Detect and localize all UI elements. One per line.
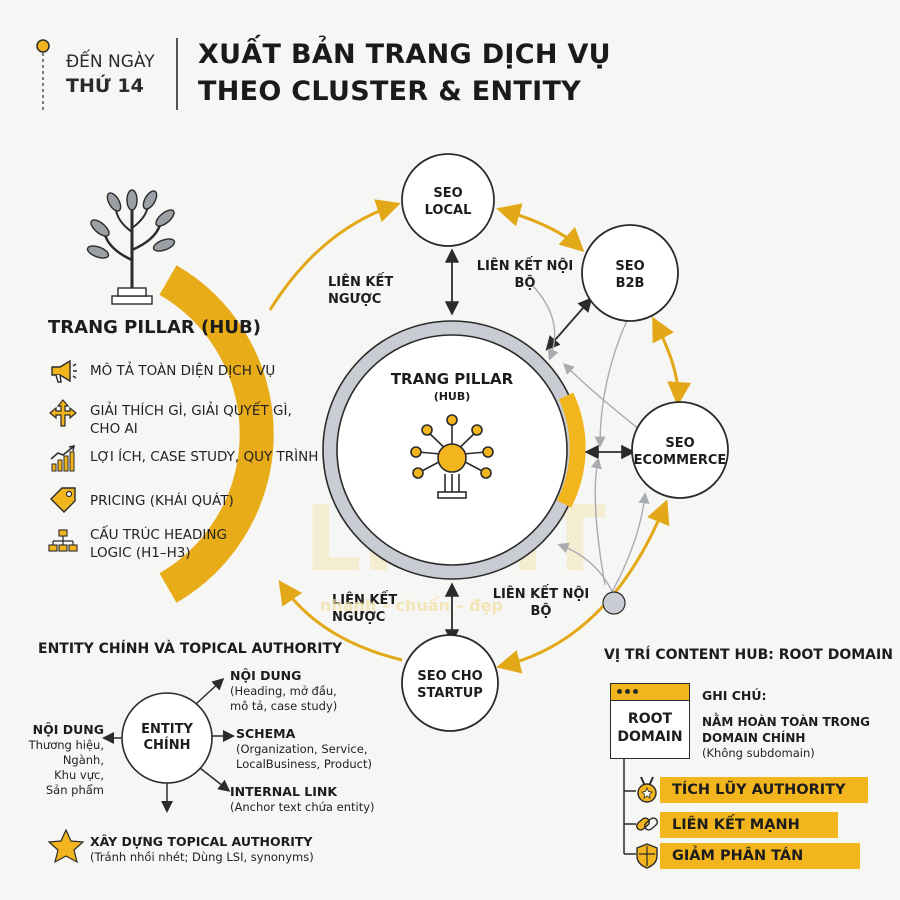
browser-bar — [611, 684, 689, 701]
pillar-ring-accent — [556, 392, 586, 508]
entity-internal-link: INTERNAL LINK (Anchor text chứa entity) — [230, 784, 375, 814]
root-heading: VỊ TRÍ CONTENT HUB: ROOT DOMAIN — [604, 647, 893, 663]
timeline-marker — [36, 39, 50, 112]
link-icon — [636, 817, 658, 831]
svg-text:SEO: SEO — [433, 186, 462, 201]
svg-text:SEO CHO: SEO CHO — [417, 669, 482, 684]
label-backlink-bottom: LIÊN KẾT NGƯỢC — [332, 593, 398, 625]
crossroads-arrows-icon — [49, 399, 77, 427]
arc-local-b2b — [496, 203, 585, 253]
star-icon — [47, 828, 85, 864]
benefit-links: LIÊN KẾT MẠNH — [660, 812, 838, 838]
pillar-panel-title: TRANG PILLAR (HUB) — [48, 317, 261, 338]
link-junction — [602, 591, 626, 615]
feature-text-1: MÔ TẢ TOÀN DIỆN DỊCH VỤ — [90, 363, 276, 379]
center-subtitle: (HUB) — [434, 390, 471, 403]
hub-icon — [410, 414, 494, 499]
entity-diagram — [47, 677, 235, 864]
megaphone-icon — [51, 359, 77, 383]
benefit-authority: TÍCH LŨY AUTHORITY — [660, 777, 868, 803]
node-seo-ecommerce: SEO ECOMMERCE — [631, 401, 729, 499]
price-tag-icon — [50, 487, 76, 513]
root-note: GHI CHÚ: NẰM HOÀN TOÀN TRONG DOMAIN CHÍN… — [702, 688, 870, 760]
watermark-tagline: nhanh – chuẩn – đẹp — [320, 596, 503, 615]
entity-left-content: NỘI DUNG Thương hiệu, Ngành, Khu vực, Sả… — [28, 722, 104, 797]
entity-schema: SCHEMA (Organization, Service, LocalBusi… — [236, 726, 372, 771]
svg-text:SEO: SEO — [665, 436, 694, 451]
arc-ecom-startup — [496, 499, 670, 674]
feature-text-3: LỢI ÍCH, CASE STUDY, QUY TRÌNH — [90, 449, 319, 465]
entity-center: ENTITY CHÍNH — [141, 722, 193, 753]
svg-text:B2B: B2B — [616, 276, 645, 291]
medal-icon — [637, 776, 657, 803]
node-seo-b2b: SEO B2B — [581, 224, 679, 322]
entity-content: NỘI DUNG (Heading, mở đầu, mô tả, case s… — [230, 668, 338, 713]
root-tree-lines — [623, 758, 636, 855]
page-title: XUẤT BẢN TRANG DỊCH VỤ THEO CLUSTER & EN… — [198, 39, 611, 107]
root-domain-box: ROOT DOMAIN — [610, 683, 690, 759]
entity-heading: ENTITY CHÍNH VÀ TOPICAL AUTHORITY — [38, 641, 343, 657]
tree-icon — [86, 189, 176, 305]
hierarchy-icon — [48, 529, 78, 552]
svg-text:STARTUP: STARTUP — [417, 686, 483, 701]
arc-startup-to-pillar — [278, 580, 403, 662]
header-divider — [176, 38, 178, 110]
feature-text-5: CẤU TRÚC HEADING LOGIC (H1–H3) — [90, 527, 227, 561]
label-internal-top: LIÊN KẾT NỘI BỘ — [476, 259, 574, 291]
svg-text:ECOMMERCE: ECOMMERCE — [634, 453, 727, 468]
feature-text-2: GIẢI THÍCH GÌ, GIẢI QUYẾT GÌ, CHO AI — [90, 403, 292, 437]
day-label: ĐẾN NGÀY THỨ 14 — [66, 52, 155, 97]
label-backlink-top: LIÊN KẾT NGƯỢC — [328, 275, 394, 307]
benefit-concentration: GIẢM PHÂN TÁN — [660, 843, 860, 869]
pillar-arc — [159, 265, 274, 603]
svg-text:SEO: SEO — [615, 259, 644, 274]
svg-text:LOCAL: LOCAL — [425, 203, 472, 218]
node-seo-startup: SEO CHO STARTUP — [401, 634, 499, 732]
arc-b2b-ecom — [652, 316, 692, 406]
node-seo-local: SEO LOCAL — [401, 153, 495, 247]
entity-authority: XÂY DỰNG TOPICAL AUTHORITY (Tránh nhồi n… — [90, 834, 314, 864]
feature-text-4: PRICING (KHÁI QUÁT) — [90, 493, 234, 509]
center-title: TRANG PILLAR — [391, 370, 514, 388]
arc-pillar-to-local — [268, 199, 401, 311]
label-internal-bottom: LIÊN KẾT NỘI BỘ — [492, 587, 590, 619]
shield-icon — [636, 843, 658, 869]
growth-chart-icon — [50, 445, 75, 472]
